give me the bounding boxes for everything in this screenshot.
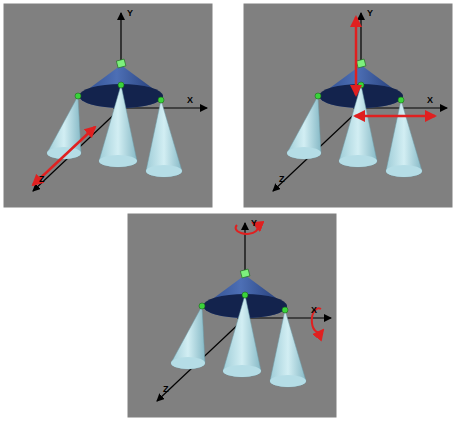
- axis-label: Z: [163, 385, 169, 394]
- axis-label: Z: [279, 175, 285, 184]
- axis-label: X: [187, 96, 193, 105]
- axis-label: X: [311, 306, 317, 315]
- robot-panel: [243, 3, 453, 208]
- axis-label: Y: [127, 9, 133, 18]
- robot-panel: [3, 3, 213, 208]
- axis-label: X: [427, 96, 433, 105]
- axis-label: Y: [251, 219, 257, 228]
- axis-label: Y: [367, 9, 373, 18]
- robot-panel: [127, 213, 337, 418]
- axis-label: Z: [39, 175, 45, 184]
